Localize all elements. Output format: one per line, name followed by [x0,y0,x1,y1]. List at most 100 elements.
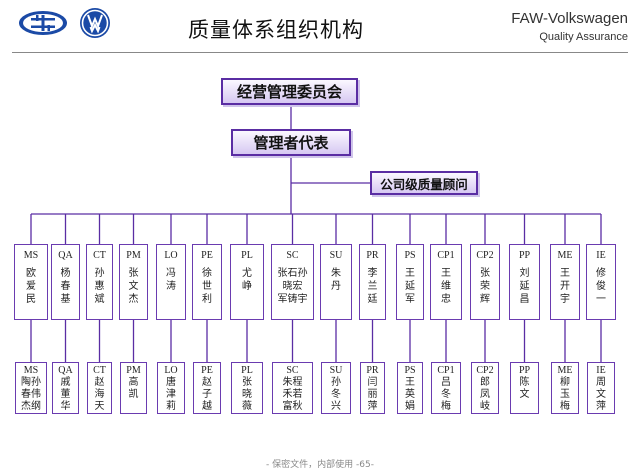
department-code: MS [23,250,39,261]
department-box-ps: PS 王 延 军 [396,244,424,320]
manager-code: PP [518,365,531,376]
department-head-name: 王 开 宇 [560,268,570,305]
department-code: CT [93,250,106,261]
department-code: PL [241,250,253,261]
department-head-name: 欧 爱 民 [26,268,36,305]
footer-note: - 保密文件，内部使用 -65- [266,460,374,470]
manager-code: PM [126,365,141,376]
department-head-name: 刘 延 昌 [519,268,530,305]
manager-code: MS [23,365,39,376]
manager-name: 高 凯 [128,377,139,400]
vw-logo-icon [80,8,110,38]
department-head-name: 修 俊 一 [596,268,606,305]
department-box-ms: MS 欧 爱 民 [14,244,48,320]
department-head-name: 张石孙 晓宏 军铸宇 [277,268,308,305]
department-code: CP1 [437,250,455,261]
committee-box: 经营管理委员会 [221,78,358,105]
department-head-name: 朱 丹 [331,268,341,292]
management-representative-box: 管理者代表 [231,129,351,156]
department-code: PS [404,250,416,261]
manager-code: PL [241,365,253,376]
department-box-sc: SC 张石孙 晓宏 军铸宇 [271,244,314,320]
manager-name: 赵 子 越 [202,377,212,412]
manager-name: 陈 文 [519,377,530,400]
department-head-name: 孙 惠 斌 [94,268,105,305]
department-code: ME [557,250,573,261]
department-head-name: 王 延 军 [405,268,415,305]
department-head-name: 杨 春 基 [60,268,71,305]
brand-name: FAW-Volkswagen [511,10,628,27]
manager-code: PR [366,365,379,376]
department-code: SC [286,250,299,261]
manager-name: 吕 冬 梅 [441,377,451,412]
department-box-cp1: CP1 王 维 忠 [430,244,462,320]
department-code: SU [329,250,343,261]
manager-code: QA [58,365,73,376]
manager-code: SC [286,365,299,376]
brand-subtitle: Quality Assurance [539,31,628,43]
department-code: PP [518,250,531,261]
department-head-name: 李 兰 廷 [367,268,378,305]
manager-code: CP2 [476,365,494,376]
department-box-lo: LO 冯 涛 [156,244,186,320]
manager-name: 戚 董 华 [60,377,71,412]
department-code: PE [201,250,213,261]
faw-logo-icon [19,11,67,35]
department-head-name: 冯 涛 [166,268,176,292]
department-box-pe: PE 徐 世 利 [192,244,222,320]
department-box-qa: QA 杨 春 基 [51,244,80,320]
department-head-name: 尤 峥 [242,268,252,292]
header-divider [12,52,628,53]
department-code: CP2 [476,250,494,261]
department-head-name: 王 维 忠 [441,268,451,305]
department-box-ct: CT 孙 惠 斌 [86,244,113,320]
department-box-me: ME 王 开 宇 [550,244,580,320]
manager-code: ME [557,365,573,376]
manager-code: CT [93,365,106,376]
department-box-su: SU 朱 丹 [320,244,352,320]
manager-code: SU [329,365,343,376]
department-box-pp: PP 刘 延 昌 [509,244,540,320]
manager-name: 朱程 禾若 富秋 [282,377,303,412]
manager-name: 张 晓 薇 [242,377,252,412]
manager-name: 柳 玉 梅 [560,377,570,412]
manager-code: IE [596,365,606,376]
manager-code: CP1 [437,365,455,376]
manager-name: 唐 津 莉 [166,377,176,412]
brand-text: FAW-Volkswagen Quality Assurance [511,10,628,43]
page-title: 质量体系组织机构 [188,18,364,42]
department-head-name: 徐 世 利 [202,268,212,305]
department-head-name: 张 文 杰 [128,268,139,305]
manager-code: LO [164,365,178,376]
manager-name: 陶孙 春伟 杰纲 [21,377,41,412]
manager-name: 赵 海 天 [94,377,105,412]
manager-name: 周 文 萍 [596,377,606,412]
manager-name: 郎 凤 岐 [480,377,490,412]
quality-consultant-box: 公司级质量顾问 [370,171,478,195]
department-code: LO [164,250,178,261]
department-code: QA [58,250,73,261]
department-box-pm: PM 张 文 杰 [119,244,148,320]
department-code: PM [126,250,141,261]
department-box-pl: PL 尤 峥 [230,244,264,320]
manager-name: 闫 丽 萍 [367,377,378,412]
manager-code: PE [201,365,213,376]
